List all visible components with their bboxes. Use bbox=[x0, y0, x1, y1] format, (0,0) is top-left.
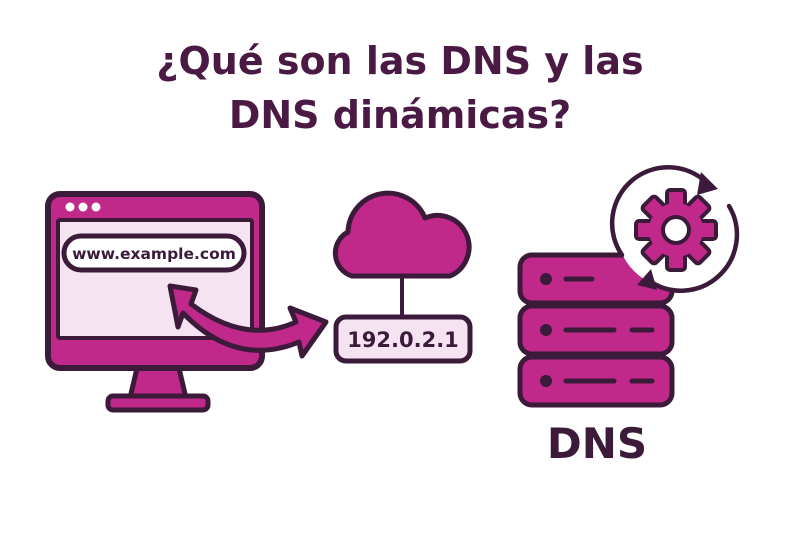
url-text: www.example.com bbox=[72, 245, 236, 263]
ip-address-box: 192.0.2.1 bbox=[333, 314, 473, 364]
url-bar bbox=[61, 233, 247, 273]
page-title: ¿Qué son las DNS y las DNS dinámicas? bbox=[0, 34, 800, 142]
double-arrow-icon bbox=[167, 283, 329, 359]
window-dot bbox=[78, 202, 88, 212]
ip-address-text: 192.0.2.1 bbox=[347, 328, 459, 352]
title-line-2: DNS dinámicas? bbox=[228, 93, 572, 137]
title-line-1: ¿Qué son las DNS y las bbox=[156, 39, 644, 83]
cloud-icon bbox=[332, 190, 472, 279]
gear-icon bbox=[634, 188, 718, 272]
server-led bbox=[540, 375, 552, 387]
server-stack-icon bbox=[517, 252, 675, 408]
window-dot bbox=[65, 202, 75, 212]
server-led bbox=[540, 324, 552, 336]
server-led bbox=[540, 273, 552, 285]
monitor-icon: www.example.com bbox=[45, 191, 265, 413]
dns-label: DNS bbox=[547, 419, 647, 468]
window-dot bbox=[91, 202, 101, 212]
monitor-base bbox=[105, 393, 211, 413]
